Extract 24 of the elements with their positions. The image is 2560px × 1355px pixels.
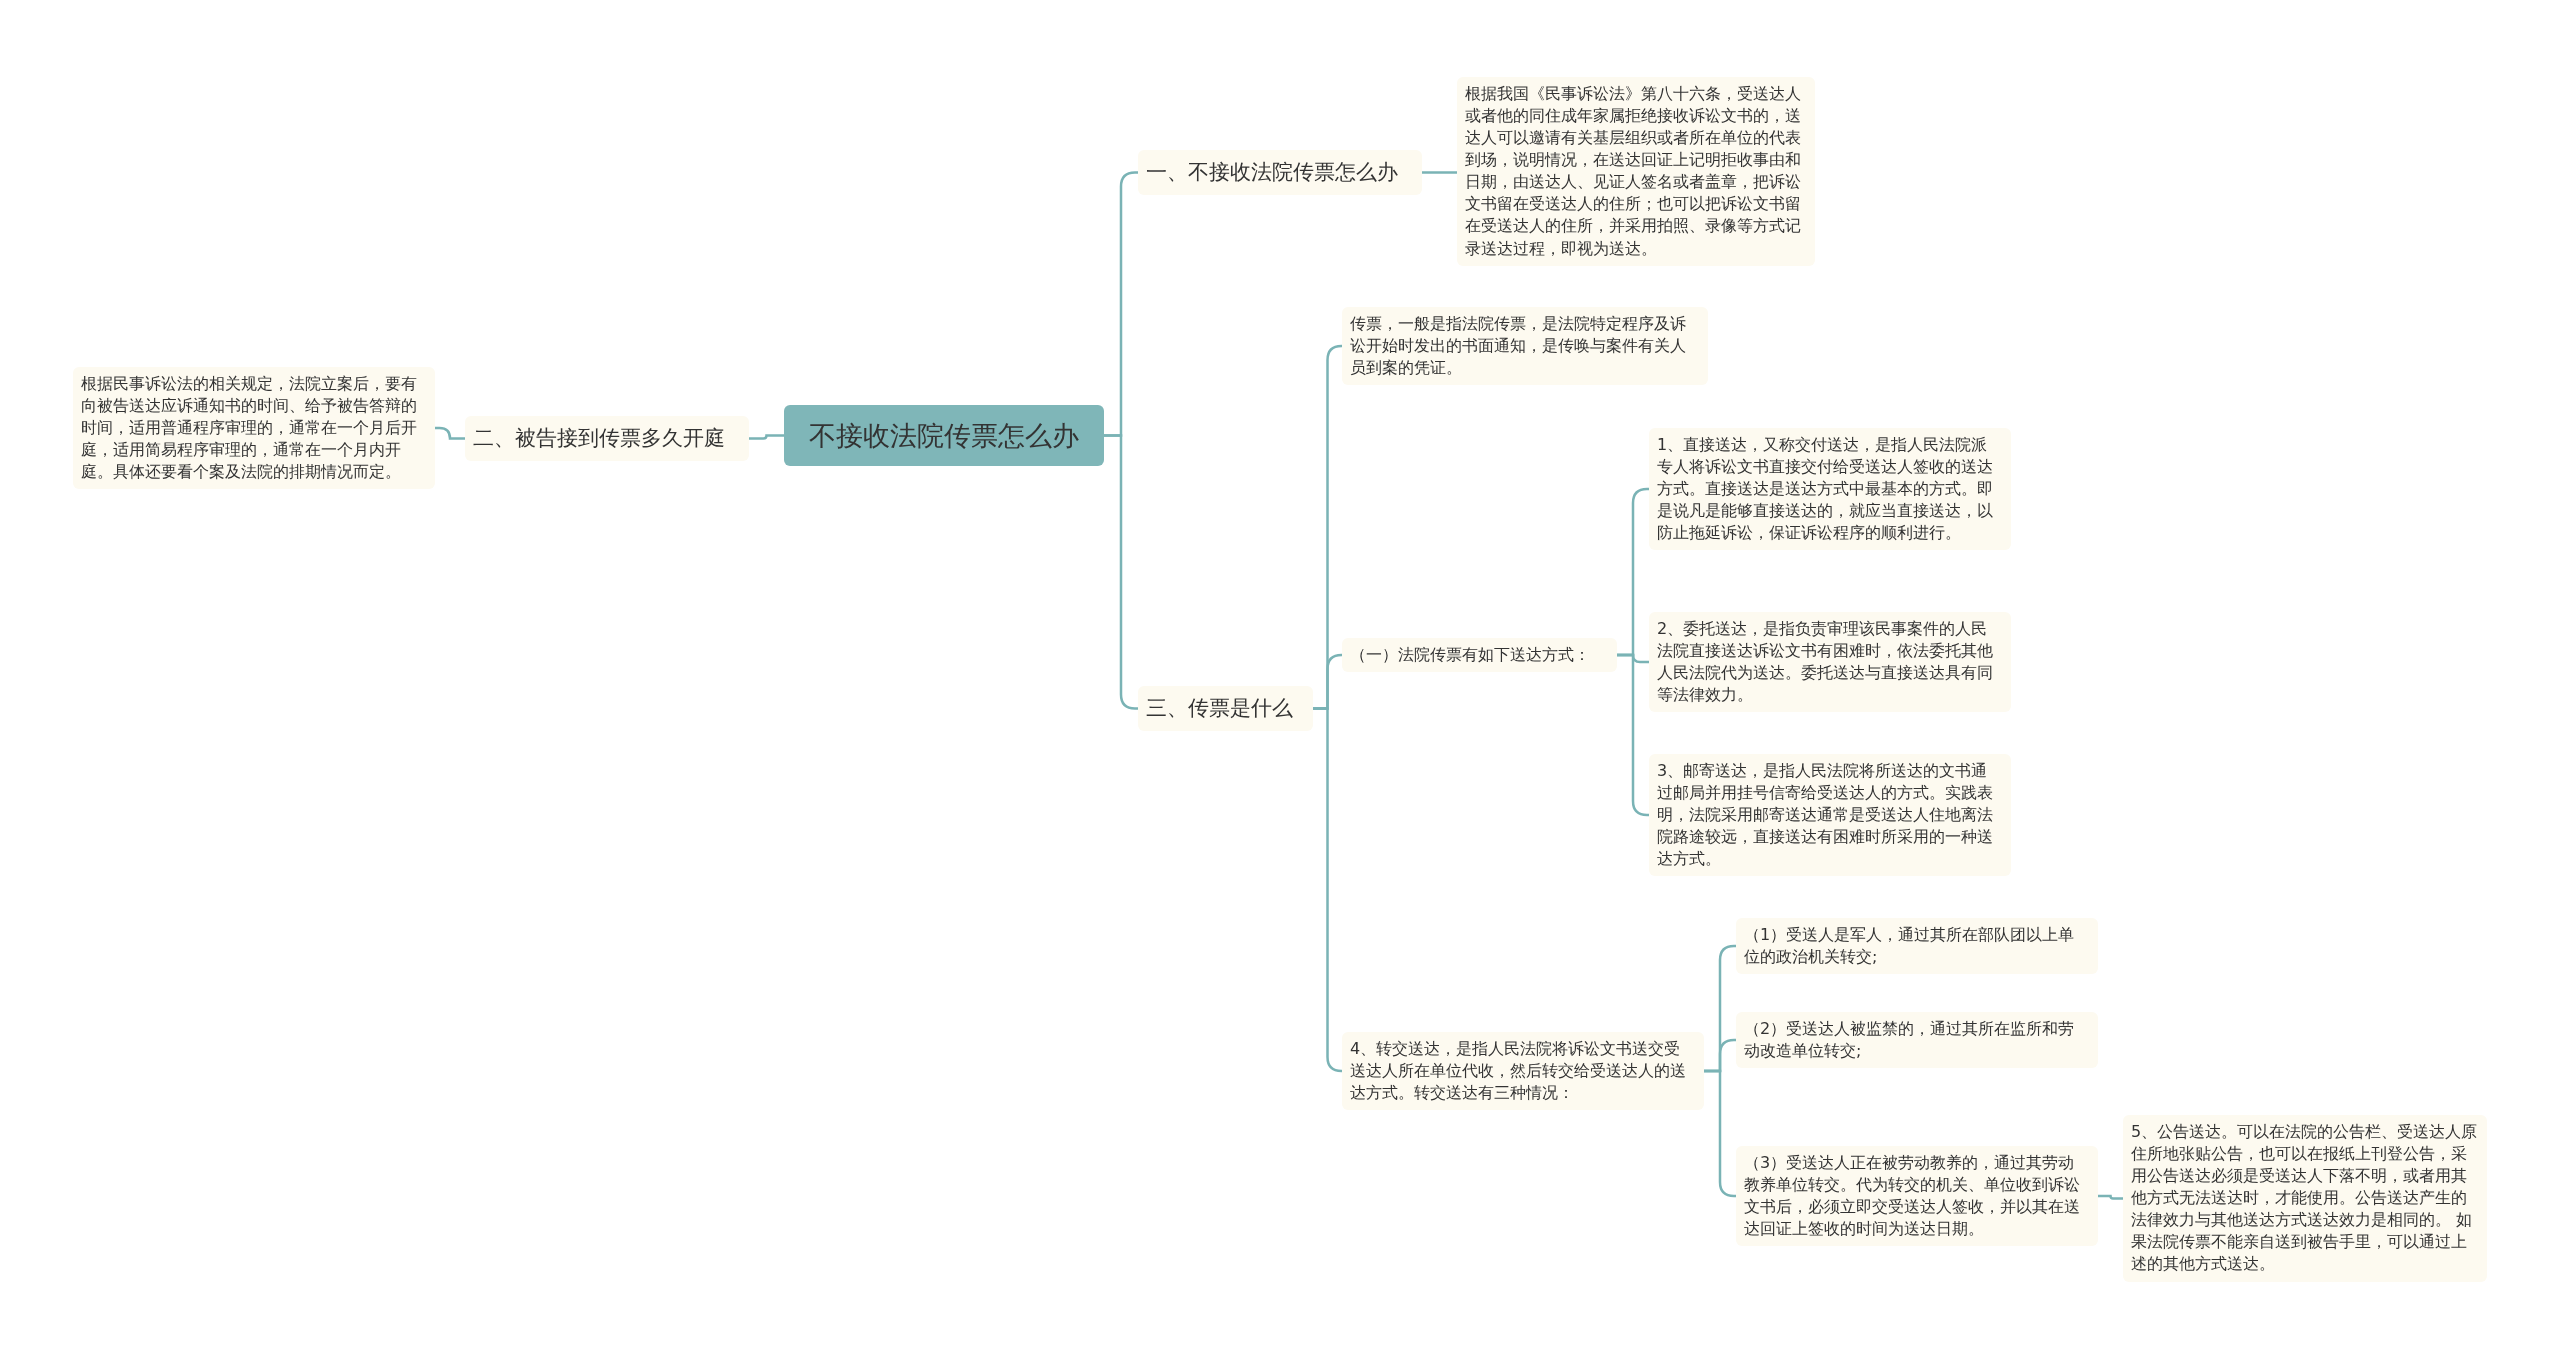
note-box: 4、转交送达，是指人民法院将诉讼文书送交受送达人所在单位代收，然后转交给受送达人的送达方式。转交送达有三种情况： <box>1342 1032 1704 1111</box>
note-box: 根据民事诉讼法的相关规定，法院立案后，要有向被告送达应诉通知书的时间、给予被告答辩的时间，适用普通程序审理的，通常在一个月后开庭，适用简易程序审理的，通常在一个月内开庭。具体还要看个案及法院的排期情况而定。 <box>73 367 435 490</box>
note-box: （一）法院传票有如下送达方式： <box>1342 638 1617 673</box>
note-box: （3）受送达人正在被劳动教养的，通过其劳动教养单位转交。代为转交的机关、单位收到诉讼文书后，必须立即交受送达人签收，并以其在送达回证上签收的时间为送达日期。 <box>1736 1146 2098 1247</box>
connector-line <box>1313 707 1343 1073</box>
connector-line <box>1617 653 1649 817</box>
note-box: （1）受送人是军人，通过其所在部队团以上单位的政治机关转交; <box>1736 918 2098 975</box>
note-box: 根据我国《民事诉讼法》第八十六条，受送达人或者他的同住成年家属拒绝接收诉讼文书的，送达人可以邀请有关基层组织或者所在单位的代表到场，说明情况，在送达回证上记明拒收事由和日期，由送达人、见证人签名或者盖章，把诉讼文书留在受送达人的住所；也可以把诉讼文书留在受送达人的住所，并采用拍照、录像等方式记录送达过程，即视为送达。 <box>1457 77 1815 266</box>
note-box: 1、直接送达，又称交付送达，是指人民法院派专人将诉讼文书直接交付给受送达人签收的送达方式。直接送达是送达方式中最基本的方式。即是说凡是能够直接送达的，就应当直接送达，以防止拖延诉讼，保证诉讼程序的顺利进行。 <box>1649 428 2011 551</box>
connector-line <box>1704 1069 1736 1198</box>
connector-line <box>749 434 784 440</box>
note-box: （2）受送达人被监禁的，通过其所在监所和劳动改造单位转交; <box>1736 1012 2098 1069</box>
connector-line <box>435 426 465 440</box>
connector-line <box>2098 1194 2123 1200</box>
branch-topic-box: 二、被告接到传票多久开庭 <box>465 416 749 461</box>
central-topic-box: 不接收法院传票怎么办 <box>784 405 1104 467</box>
note-box: 5、公告送达。可以在法院的公告栏、受送达人原住所地张贴公告，也可以在报纸上刊登公告，采用公告送达必须是受送达人下落不明，或者用其他方式无法送达时，才能使用。公告送达产生的法律效力与其他送达方式送达效力是相同的。 如果法院传票不能亲自送到被告手里，可以通过上述的其他方式送达。 <box>2123 1115 2487 1282</box>
note-box: 2、委托送达，是指负责审理该民事案件的人民法院直接送达诉讼文书有困难时，依法委托其他人民法院代为送达。委托送达与直接送达具有同等法律效力。 <box>1649 612 2011 713</box>
note-box: 传票，一般是指法院传票，是法院特定程序及诉讼开始时发出的书面通知，是传唤与案件有关人员到案的凭证。 <box>1342 307 1708 386</box>
branch-topic-box: 一、不接收法院传票怎么办 <box>1138 150 1422 195</box>
connector-line <box>1422 171 1457 174</box>
connector-line <box>1104 434 1138 710</box>
note-box: 3、邮寄送达，是指人民法院将所送达的文书通过邮局并用挂号信寄给受送达人的方式。实践表明，法院采用邮寄送达通常是受送达人住地离法院路途较远，直接送达有困难时所采用的一种送达方式。 <box>1649 754 2011 877</box>
branch-topic-box: 三、传票是什么 <box>1138 686 1313 731</box>
